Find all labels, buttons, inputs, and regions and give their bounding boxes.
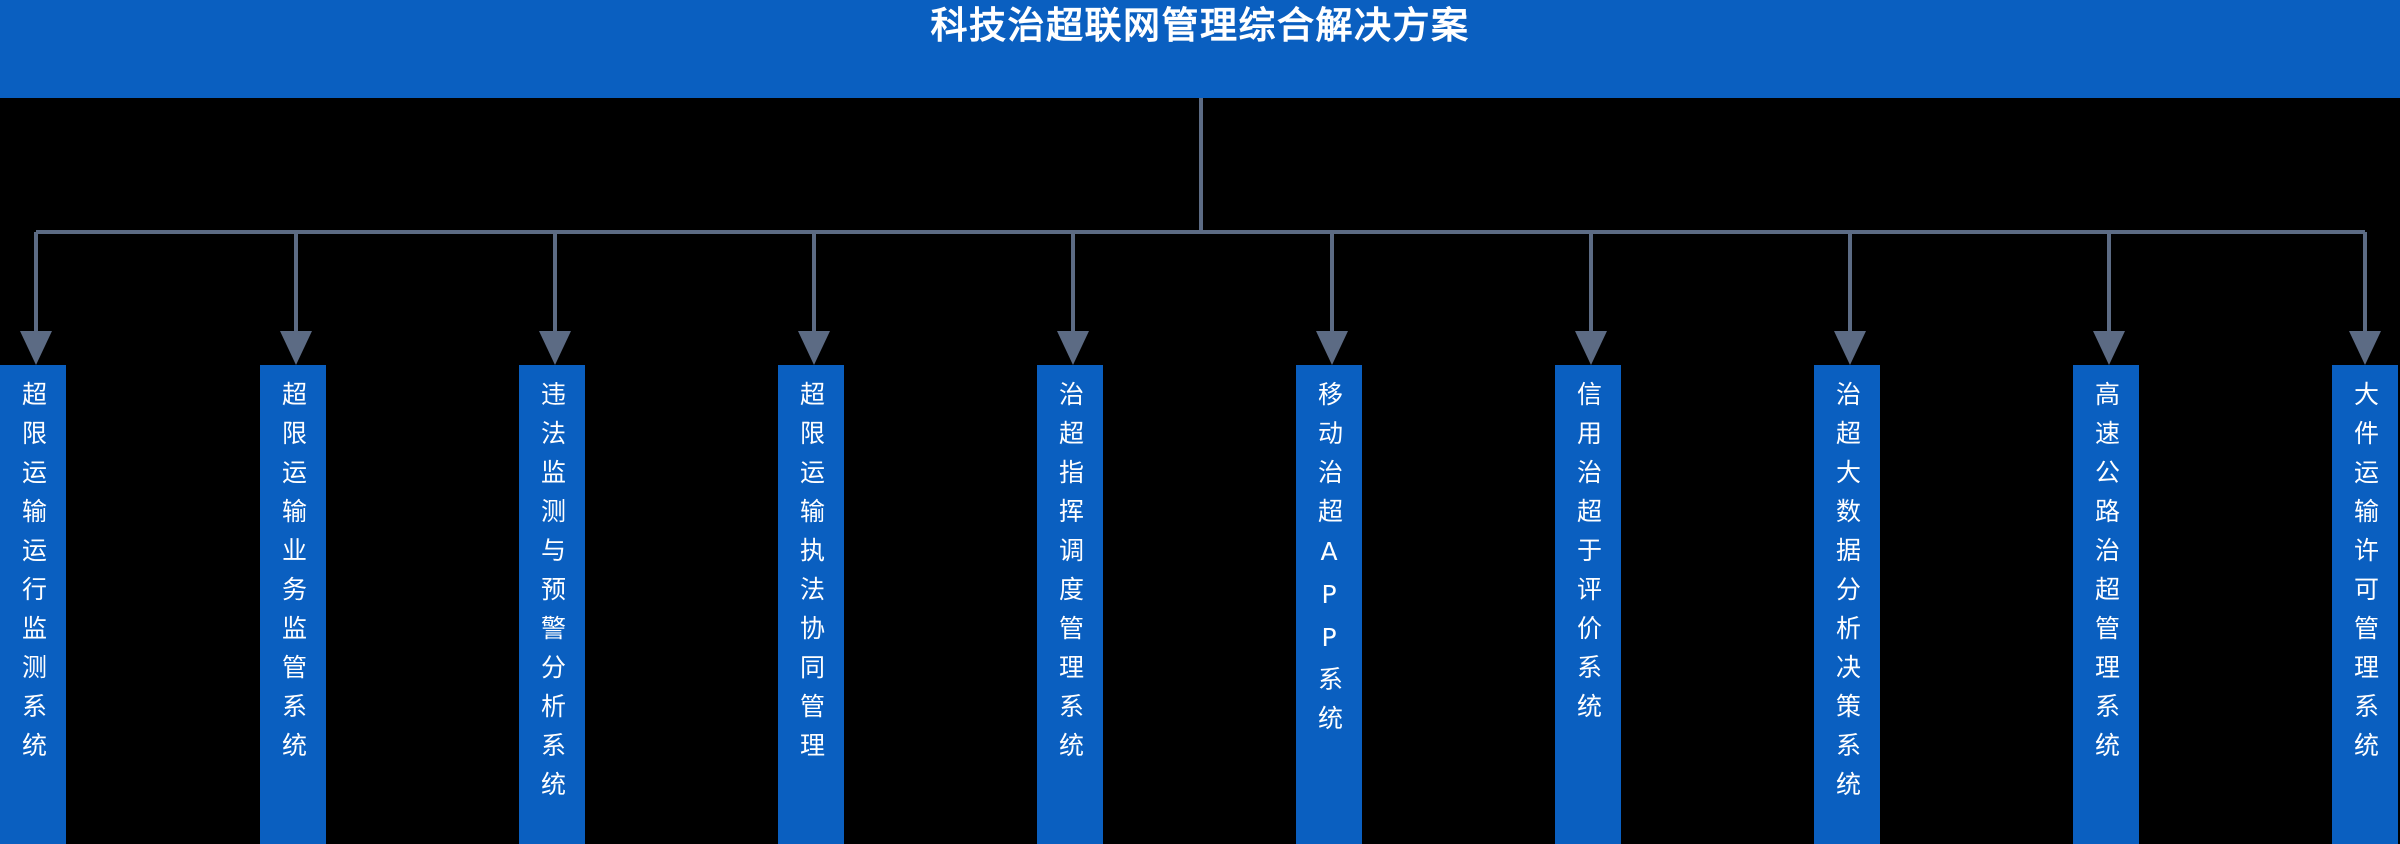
arrowhead-icon [2093, 331, 2125, 365]
leaf-node-label: 治超大数据分析决策系统 [1832, 381, 1862, 810]
arrowhead-icon [1316, 331, 1348, 365]
leaf-node-box[interactable]: 治超大数据分析决策系统 [1814, 365, 1880, 844]
leaf-node-box[interactable]: 治超指挥调度管理系统 [1037, 365, 1103, 844]
arrowhead-icon [280, 331, 312, 365]
arrowhead-icon [798, 331, 830, 365]
arrowhead-icon [20, 331, 52, 365]
leaf-node-label: 超限运输业务监管系统 [278, 381, 308, 771]
leaf-node-label: 超限运输运行监测系统 [18, 381, 48, 771]
leaf-node-label: 治超指挥调度管理系统 [1055, 381, 1085, 771]
leaf-node-box[interactable]: 高速公路治超管理系统 [2073, 365, 2139, 844]
leaf-node-box[interactable]: 信用治超于评价系统 [1555, 365, 1621, 844]
arrowhead-icon [1575, 331, 1607, 365]
leaf-node-label: 大件运输许可管理系统 [2350, 381, 2380, 771]
leaf-node-row: 超限运输运行监测系统 超限运输业务监管系统 违法监测与预警分析系统 超限运输执法协同管… [0, 365, 2400, 844]
leaf-node-label: 高速公路治超管理系统 [2091, 381, 2121, 771]
page-title: 科技治超联网管理综合解决方案 [930, 3, 1470, 47]
arrowhead-icon [2349, 331, 2381, 365]
leaf-node-label: 移动治超APP系统 [1314, 381, 1344, 744]
leaf-node-label: 信用治超于评价系统 [1573, 381, 1603, 732]
leaf-node-box[interactable]: 违法监测与预警分析系统 [519, 365, 585, 844]
arrowhead-icon [539, 331, 571, 365]
diagram-header-bar: 科技治超联网管理综合解决方案 [0, 0, 2400, 98]
leaf-node-box[interactable]: 超限运输运行监测系统 [0, 365, 66, 844]
leaf-node-label: 违法监测与预警分析系统 [537, 381, 567, 810]
arrowhead-icon [1057, 331, 1089, 365]
leaf-node-box[interactable]: 移动治超APP系统 [1296, 365, 1362, 844]
leaf-node-box[interactable]: 超限运输业务监管系统 [260, 365, 326, 844]
leaf-node-box[interactable]: 大件运输许可管理系统 [2332, 365, 2398, 844]
leaf-node-label: 超限运输执法协同管理 [796, 381, 826, 771]
leaf-node-box[interactable]: 超限运输执法协同管理 [778, 365, 844, 844]
arrowhead-icon [1834, 331, 1866, 365]
